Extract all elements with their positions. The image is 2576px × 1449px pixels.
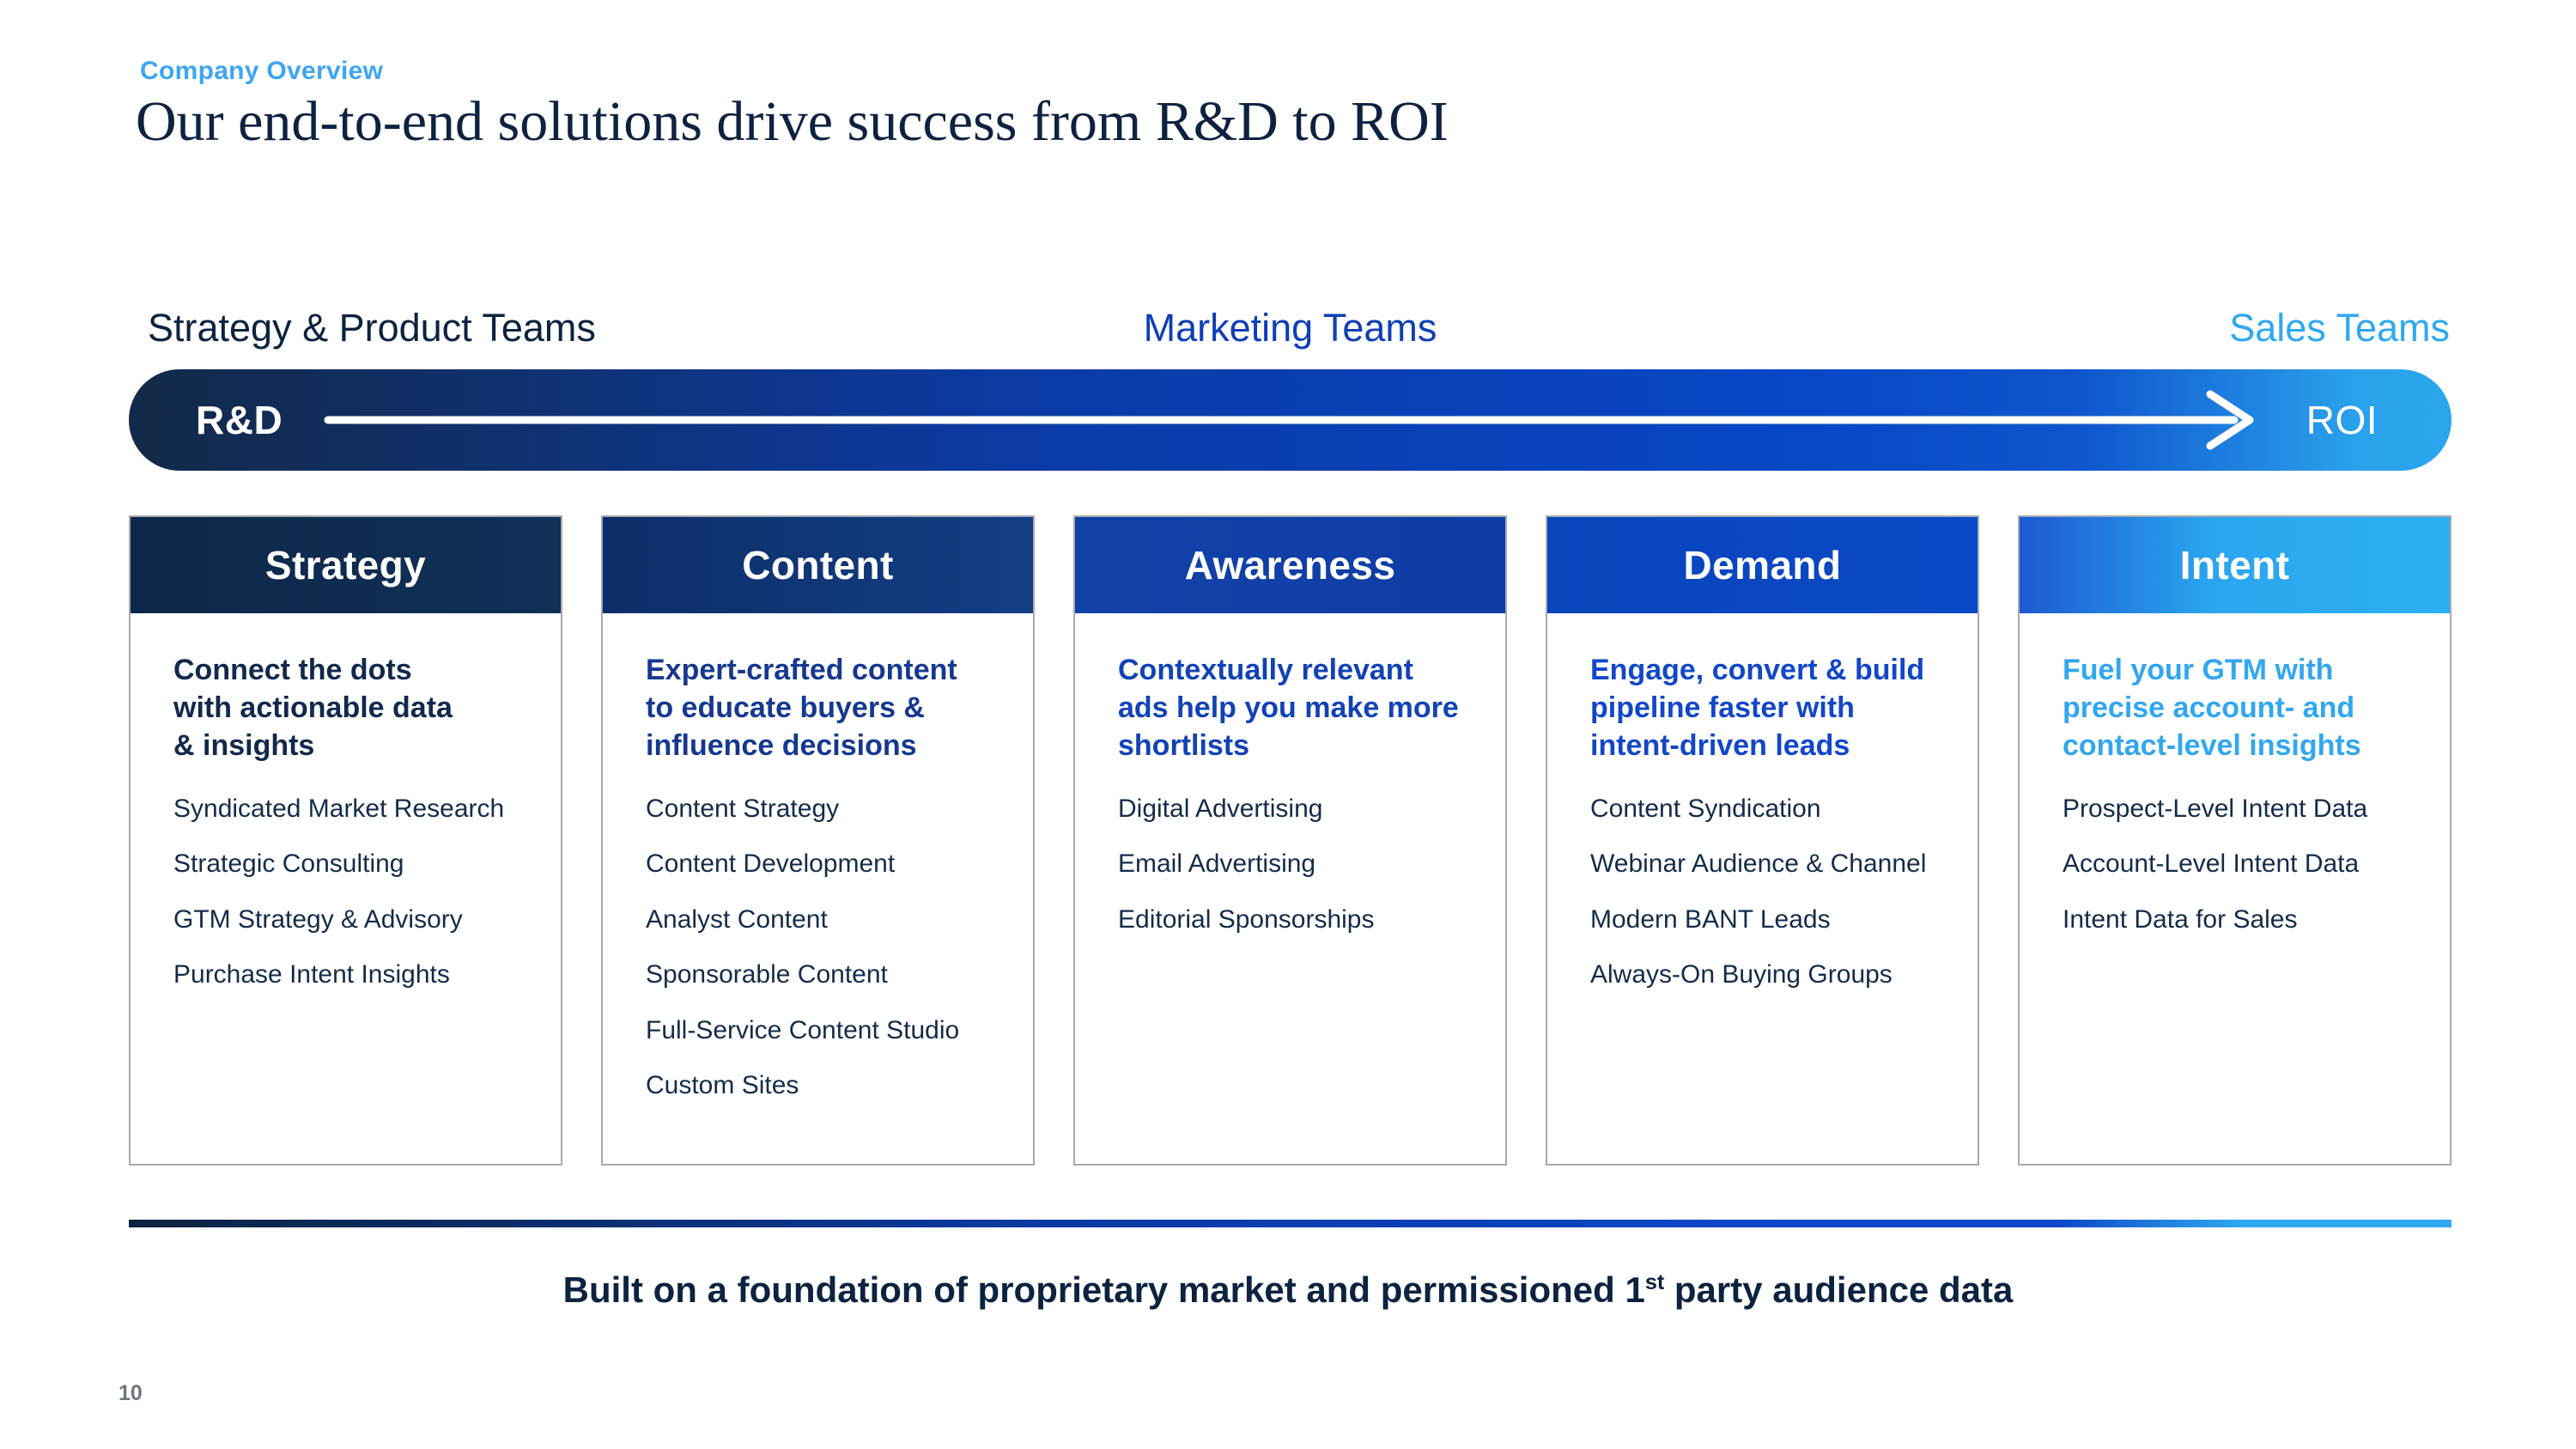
solution-card: Awareness Contextually relevant ads help … [1073, 515, 1507, 1166]
card-intro-line: contact-level insights [2063, 729, 2361, 763]
footer-note-text-after: party audience data [1664, 1269, 2014, 1310]
list-item: Email Advertising [1118, 849, 1316, 879]
list-item: Account-Level Intent Data [2063, 849, 2360, 879]
list-item: Always-On Buying Groups [1590, 960, 1893, 989]
card-intro-line: intent-driven leads [1590, 729, 1850, 763]
card-header: Strategy [131, 517, 561, 613]
list-item: Content Strategy [646, 794, 840, 823]
card-intro-line: & insights [173, 729, 315, 763]
solution-card: Intent Fuel your GTM with precise account… [2018, 515, 2451, 1166]
list-item: Full-Service Content Studio [646, 1015, 960, 1044]
footer-note-sup: st [1644, 1270, 1665, 1294]
card-intro: Engage, convert & build pipeline faster w… [1590, 651, 1952, 765]
card-intro-line: precise account- and [2063, 691, 2355, 725]
list-item: Content Syndication [1590, 794, 1821, 823]
flow-bar: R&D ROI [129, 369, 2451, 471]
list-item: Strategic Consulting [173, 849, 404, 879]
solution-card: Content Expert-crafted content to educate… [601, 515, 1035, 1166]
list-item: Modern BANT Leads [1590, 904, 1831, 934]
eyebrow: Company Overview [140, 57, 384, 85]
card-intro-line: Fuel your GTM with [2063, 654, 2334, 686]
card-body: Expert-crafted content to educate buyers … [603, 613, 1033, 1127]
card-intro-line: Contextually relevant [1118, 654, 1413, 686]
card-intro-line: influence decisions [646, 729, 917, 763]
card-title: Demand [1683, 543, 1842, 588]
card-intro-line: Connect the dots [173, 654, 412, 686]
card-intro: Fuel your GTM with precise account- and co… [2063, 651, 2424, 765]
card-header: Content [603, 517, 1033, 613]
list-item: Purchase Intent Insights [173, 960, 450, 989]
list-item: Prospect-Level Intent Data [2063, 794, 2368, 823]
list-item: Editorial Sponsorships [1118, 904, 1375, 934]
list-item: Analyst Content [646, 904, 828, 934]
card-title: Intent [2179, 543, 2290, 588]
team-label-sales: Sales Teams [2229, 306, 2450, 350]
card-body: Fuel your GTM with precise account- and co… [2020, 613, 2450, 960]
card-intro-line: shortlists [1118, 729, 1250, 763]
footer-note: Built on a foundation of proprietary mar… [0, 1269, 2576, 1311]
card-intro: Expert-crafted content to educate buyers … [646, 651, 1007, 765]
list-item: Sponsorable Content [646, 960, 888, 989]
solution-card: Strategy Connect the dots with actionable… [129, 515, 562, 1166]
card-intro: Connect the dots with actionable data & in… [173, 651, 535, 765]
flow-end-label: ROI [2306, 398, 2378, 442]
card-title: Strategy [264, 543, 427, 588]
card-body: Contextually relevant ads help you make m… [1075, 613, 1505, 960]
card-intro-line: with actionable data [173, 691, 453, 725]
card-body: Connect the dots with actionable data & in… [131, 613, 561, 1016]
list-item: Intent Data for Sales [2063, 904, 2298, 934]
team-labels-row: Strategy & Product Teams Marketing Teams… [129, 306, 2451, 359]
card-intro: Contextually relevant ads help you make m… [1118, 651, 1479, 765]
solution-columns: Strategy Connect the dots with actionable… [129, 515, 2451, 1166]
team-label-marketing: Marketing Teams [1143, 306, 1437, 350]
list-item: Content Development [646, 849, 896, 879]
card-title: Awareness [1184, 543, 1396, 588]
team-label-strategy-product: Strategy & Product Teams [148, 306, 596, 350]
card-intro-line: pipeline faster with [1590, 691, 1855, 725]
footer-note-text: Built on a foundation of proprietary mar… [562, 1269, 1645, 1310]
card-header: Demand [1547, 517, 1978, 613]
list-item: Digital Advertising [1118, 794, 1323, 823]
footer-rule [129, 1220, 2451, 1227]
page-number: 10 [118, 1381, 143, 1405]
list-item: Webinar Audience & Channel [1590, 849, 1927, 879]
card-header: Intent [2020, 517, 2450, 613]
card-intro-line: to educate buyers & [646, 691, 925, 725]
page-title: Our end-to-end solutions drive success f… [136, 90, 1449, 153]
card-header: Awareness [1075, 517, 1505, 613]
card-title: Content [742, 543, 894, 588]
card-intro-line: ads help you make more [1118, 691, 1459, 725]
arrow-right-icon [324, 390, 2254, 450]
list-item: GTM Strategy & Advisory [173, 904, 463, 934]
list-item: Syndicated Market Research [173, 794, 505, 823]
solution-card: Demand Engage, convert & build pipeline f… [1546, 515, 1979, 1166]
flow-start-label: R&D [196, 398, 283, 442]
card-body: Engage, convert & build pipeline faster w… [1547, 613, 1978, 1016]
card-intro-line: Expert-crafted content [646, 654, 957, 686]
card-intro-line: Engage, convert & build [1590, 654, 1925, 686]
list-item: Custom Sites [646, 1071, 799, 1100]
